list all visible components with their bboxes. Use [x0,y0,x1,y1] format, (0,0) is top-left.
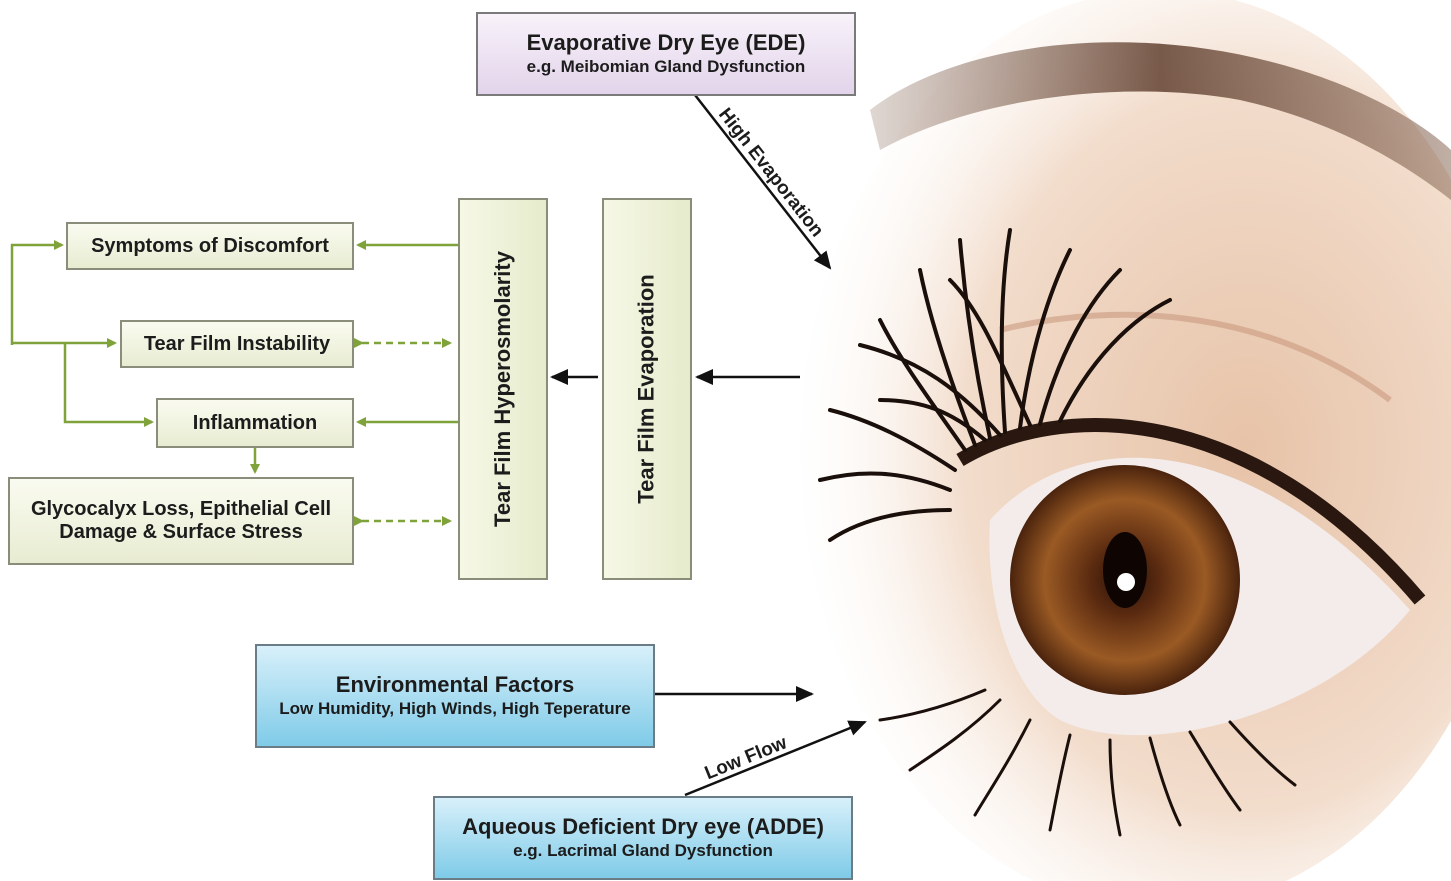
loop-to-symptoms [12,245,62,345]
adde-title: Aqueous Deficient Dry eye (ADDE) [462,814,824,840]
ede-box: Evaporative Dry Eye (EDE) e.g. Meibomian… [476,12,856,96]
instability-label: Tear Film Instability [144,333,330,356]
environment-box: Environmental Factors Low Humidity, High… [255,644,655,748]
symptoms-box: Symptoms of Discomfort [66,222,354,270]
instability-box: Tear Film Instability [120,320,354,368]
environment-subtitle: Low Humidity, High Winds, High Teperatur… [279,698,631,720]
hyperosmolarity-box: Tear Film Hyperosmolarity [458,198,548,580]
hyperosmolarity-label: Tear Film Hyperosmolarity [490,251,516,527]
glycocalyx-box: Glycocalyx Loss, Epithelial Cell Damage … [8,477,354,565]
inflammation-label: Inflammation [193,412,317,435]
adde-box: Aqueous Deficient Dry eye (ADDE) e.g. La… [433,796,853,880]
environment-title: Environmental Factors [336,672,574,698]
ede-title: Evaporative Dry Eye (EDE) [527,30,806,56]
inflammation-box: Inflammation [156,398,354,448]
glycocalyx-line2: Damage & Surface Stress [59,521,302,544]
ede-subtitle: e.g. Meibomian Gland Dysfunction [527,56,806,78]
symptoms-label: Symptoms of Discomfort [91,235,329,258]
evaporation-label: Tear Film Evaporation [634,274,660,503]
evaporation-box: Tear Film Evaporation [602,198,692,580]
adde-subtitle: e.g. Lacrimal Gland Dysfunction [513,840,773,862]
glycocalyx-line1: Glycocalyx Loss, Epithelial Cell [31,498,331,521]
